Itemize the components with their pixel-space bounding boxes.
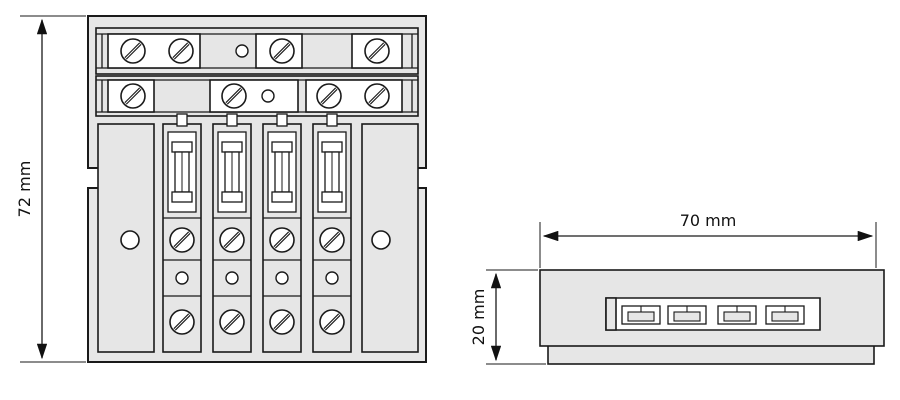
screw-icon [221, 83, 247, 109]
screw-icon [319, 309, 345, 335]
side-view [539, 269, 885, 365]
side-slot [667, 305, 707, 325]
bus-bar-screws [120, 38, 390, 109]
front-view [87, 15, 427, 363]
screw-icon [219, 227, 245, 253]
column-hole [275, 271, 289, 285]
height-dimension: 72 mm [15, 15, 86, 363]
screw-icon [219, 309, 245, 335]
left-mounting-hole [120, 230, 140, 250]
fuse-columns [162, 113, 352, 353]
screw-icon [169, 309, 195, 335]
screw-icon [269, 309, 295, 335]
depth-dimension: 20 mm [469, 269, 546, 365]
side-slot [765, 305, 805, 325]
side-view-terminal-slots [621, 305, 805, 325]
screw-icon [364, 83, 390, 109]
screw-icon [269, 227, 295, 253]
fuse-column [212, 113, 252, 353]
side-view-base [547, 344, 875, 365]
fuse-column [312, 113, 352, 353]
column-hole [325, 271, 339, 285]
screw-icon [120, 83, 146, 109]
right-mounting-hole [371, 230, 391, 250]
screw-icon [269, 38, 295, 64]
fuse-column [262, 113, 302, 353]
screw-icon [364, 38, 390, 64]
width-dimension: 70 mm [539, 211, 877, 268]
side-slot [717, 305, 757, 325]
width-label: 70 mm [680, 211, 737, 230]
bar-hole [261, 89, 275, 103]
lower-bar-mid-segment [209, 79, 299, 113]
side-slot [621, 305, 661, 325]
screw-icon [169, 227, 195, 253]
depth-label: 20 mm [469, 289, 488, 346]
bar-hole [235, 44, 249, 58]
screw-icon [120, 38, 146, 64]
column-hole [225, 271, 239, 285]
column-hole [175, 271, 189, 285]
screw-icon [316, 83, 342, 109]
screw-icon [168, 38, 194, 64]
fuse-column [162, 113, 202, 353]
height-label: 72 mm [15, 161, 34, 218]
screw-icon [319, 227, 345, 253]
